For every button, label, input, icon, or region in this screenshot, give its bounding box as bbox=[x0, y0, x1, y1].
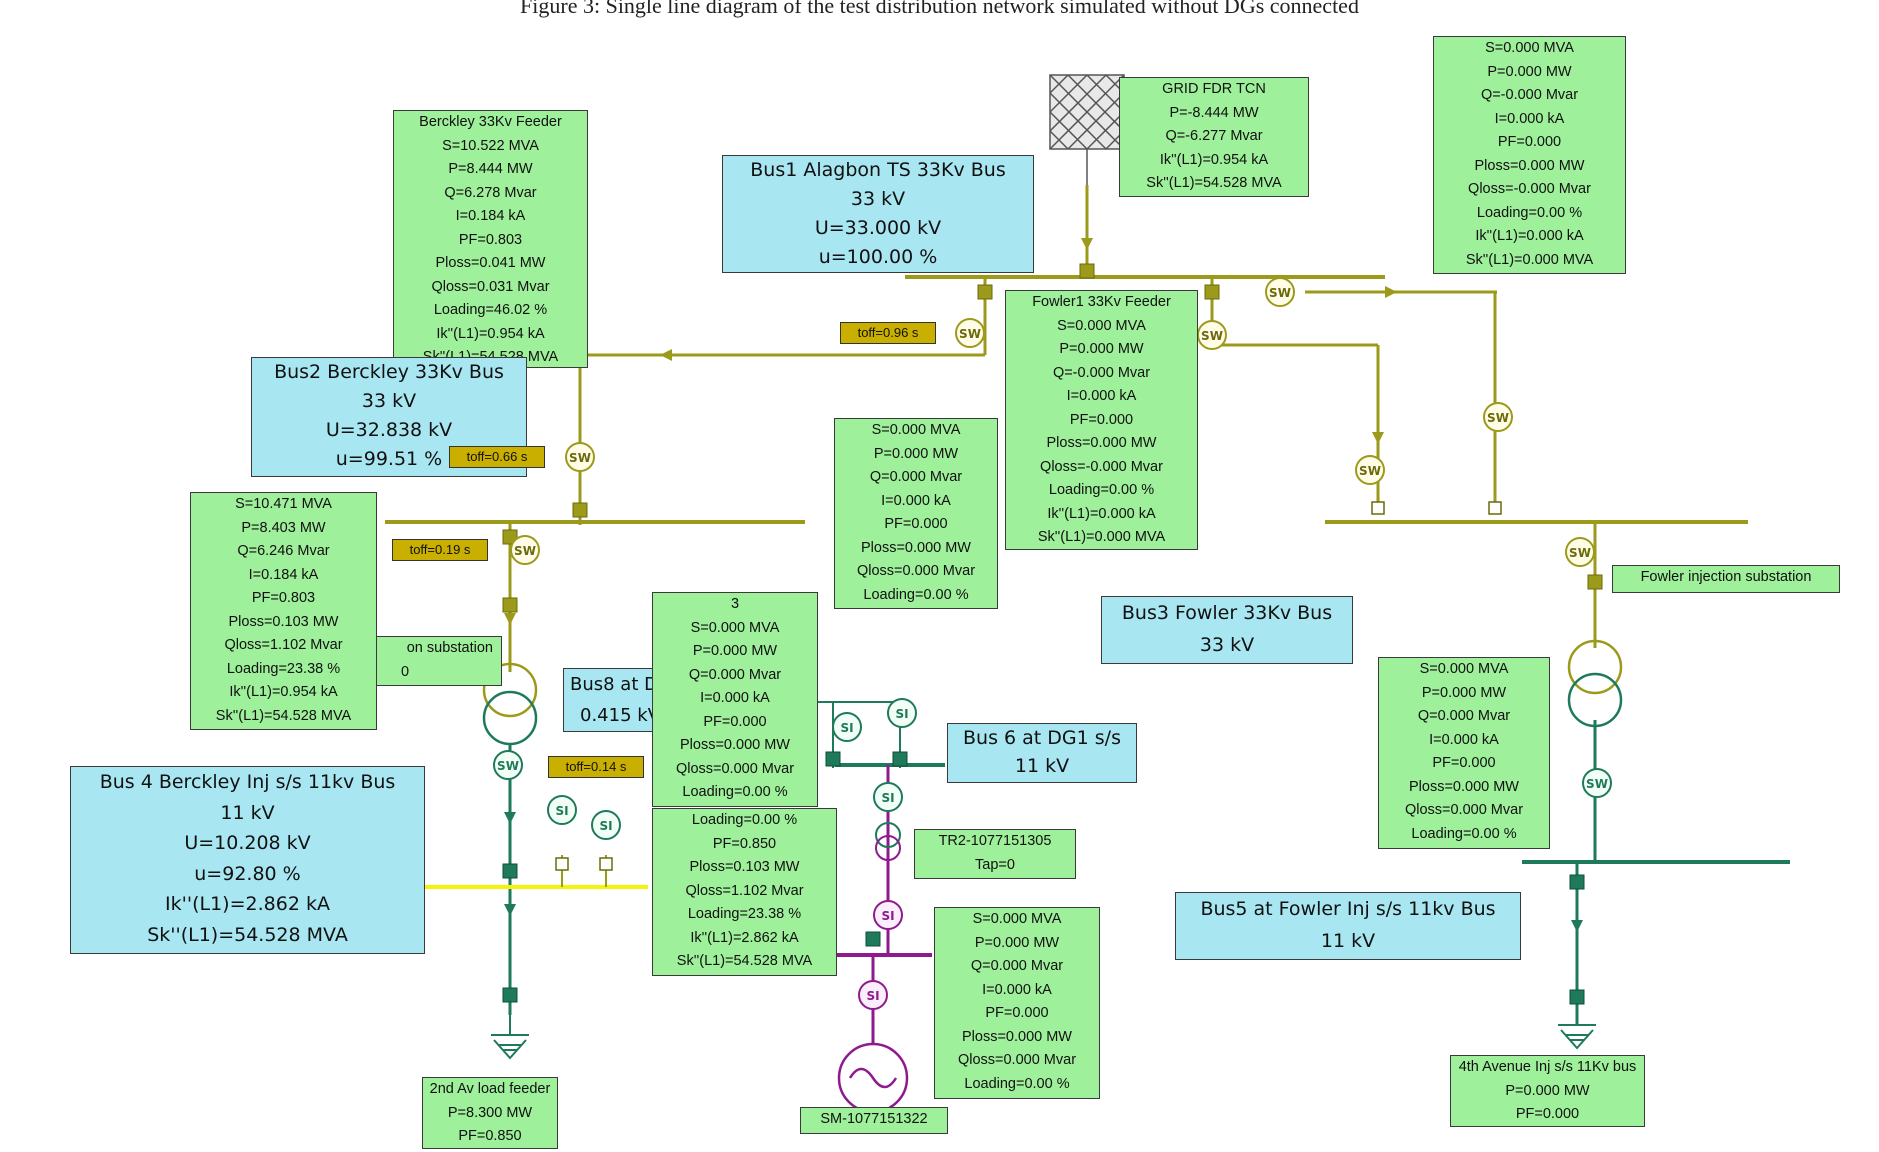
transformer-icon bbox=[875, 822, 901, 861]
relay-icon: SI bbox=[832, 712, 862, 742]
svg-text:SI: SI bbox=[555, 804, 568, 818]
relay-icon: SW bbox=[565, 442, 595, 472]
generator-sm-label: SM-1077151322 bbox=[800, 1107, 948, 1134]
svg-text:SI: SI bbox=[599, 819, 612, 833]
relay-icon: SW bbox=[1582, 768, 1612, 798]
svg-text:SI: SI bbox=[840, 721, 853, 735]
svg-text:SW: SW bbox=[569, 451, 591, 465]
svg-text:SW: SW bbox=[1269, 286, 1291, 300]
relay-icon: SI bbox=[887, 698, 917, 728]
toff-tag-3: toff=0.19 s bbox=[392, 539, 488, 561]
transformer-icon bbox=[482, 662, 538, 746]
svg-text:SI: SI bbox=[866, 989, 879, 1003]
toff-tag-1: toff=0.96 s bbox=[840, 322, 936, 344]
svg-text:SW: SW bbox=[1586, 777, 1608, 791]
svg-text:SI: SI bbox=[895, 707, 908, 721]
relay-icon: SI bbox=[547, 795, 577, 825]
svg-text:SW: SW bbox=[497, 759, 519, 773]
relay-icon: SI bbox=[591, 810, 621, 840]
svg-text:SW: SW bbox=[514, 544, 536, 558]
transformer-icon bbox=[1567, 639, 1623, 728]
svg-text:SW: SW bbox=[959, 327, 981, 341]
svg-text:SW: SW bbox=[1569, 546, 1591, 560]
relay-icon: SW bbox=[1483, 402, 1513, 432]
relay-icon: SI bbox=[873, 900, 903, 930]
fowler-injection-label: Fowler injection substation bbox=[1612, 565, 1840, 593]
toff-tag-4: toff=0.14 s bbox=[548, 756, 644, 778]
svg-text:SI: SI bbox=[881, 909, 894, 923]
relay-icon: SW bbox=[493, 750, 523, 780]
svg-text:SW: SW bbox=[1201, 329, 1223, 343]
relay-icon: SW bbox=[1197, 320, 1227, 350]
relay-icon: SI bbox=[858, 980, 888, 1010]
relay-icon: SW bbox=[1565, 537, 1595, 567]
relay-icon: SW bbox=[1265, 277, 1295, 307]
load-icon bbox=[491, 1015, 529, 1060]
relay-icon: SW bbox=[955, 318, 985, 348]
toff-tag-2: toff=0.66 s bbox=[449, 446, 545, 468]
figure-caption: Figure 3: Single line diagram of the tes… bbox=[520, 0, 1359, 18]
relay-icon: SW bbox=[510, 535, 540, 565]
relay-icon: SW bbox=[1355, 455, 1385, 485]
relay-icon: SI bbox=[873, 782, 903, 812]
generator-icon bbox=[837, 1042, 909, 1114]
load-icon bbox=[1558, 1024, 1596, 1050]
svg-text:SW: SW bbox=[1359, 464, 1381, 478]
external-grid-icon bbox=[1049, 74, 1125, 150]
svg-text:SI: SI bbox=[881, 791, 894, 805]
svg-text:SW: SW bbox=[1487, 411, 1509, 425]
